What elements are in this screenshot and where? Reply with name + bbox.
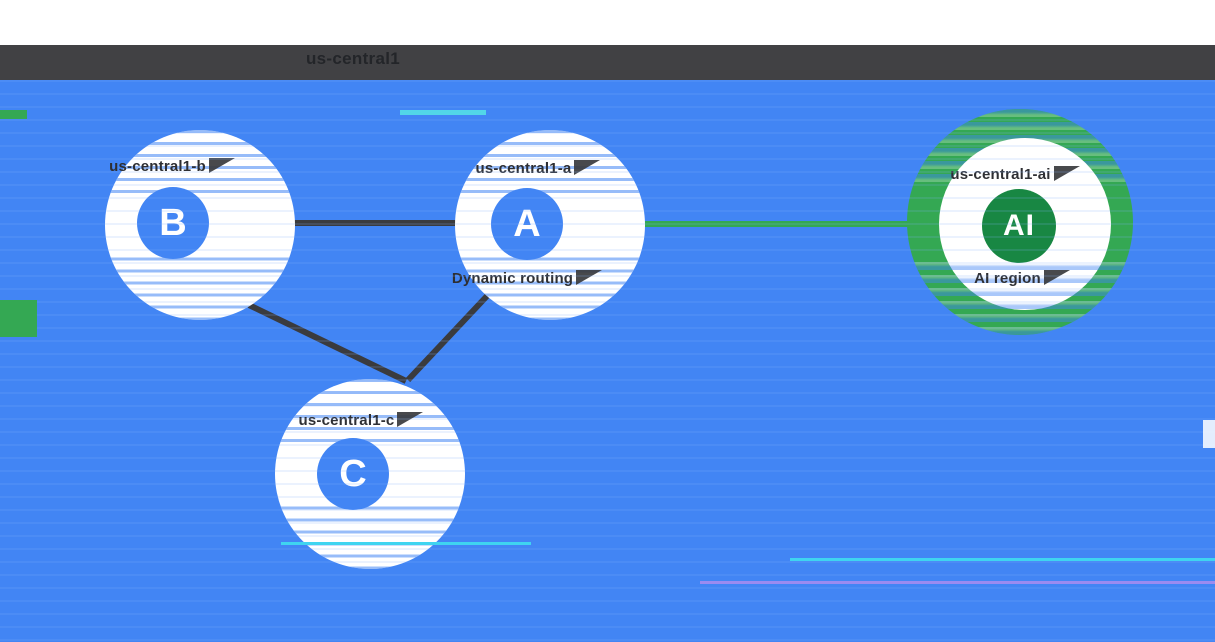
node-a-badge: A [491,188,563,260]
node-ai-label: us-central1-ai [931,166,1099,183]
connector-layer [247,220,912,384]
node-b-badge: B [137,187,209,259]
node-c-letter: C [339,452,367,495]
node-b-letter: B [159,201,187,244]
node-a-label: us-central1-a [456,160,620,177]
node-b-label: us-central1-b [93,158,251,175]
node-a-sublabel: Dynamic routing [452,270,591,287]
diagram-canvas: B us-central1-b A us-central1-a Dynamic … [0,80,1215,642]
node-c-badge: C [317,438,389,510]
node-c-label: us-central1-c [278,412,444,429]
node-a-letter: A [513,202,541,245]
node-ai-letter: AI [1003,209,1035,242]
node-ai-sublabel: AI region [974,270,1063,287]
node-ai-badge: AI [982,189,1056,263]
region-title: us-central1 [305,49,400,68]
title-bar [0,45,1215,80]
connector-a-c [405,293,490,383]
connector-b-c [247,302,408,384]
